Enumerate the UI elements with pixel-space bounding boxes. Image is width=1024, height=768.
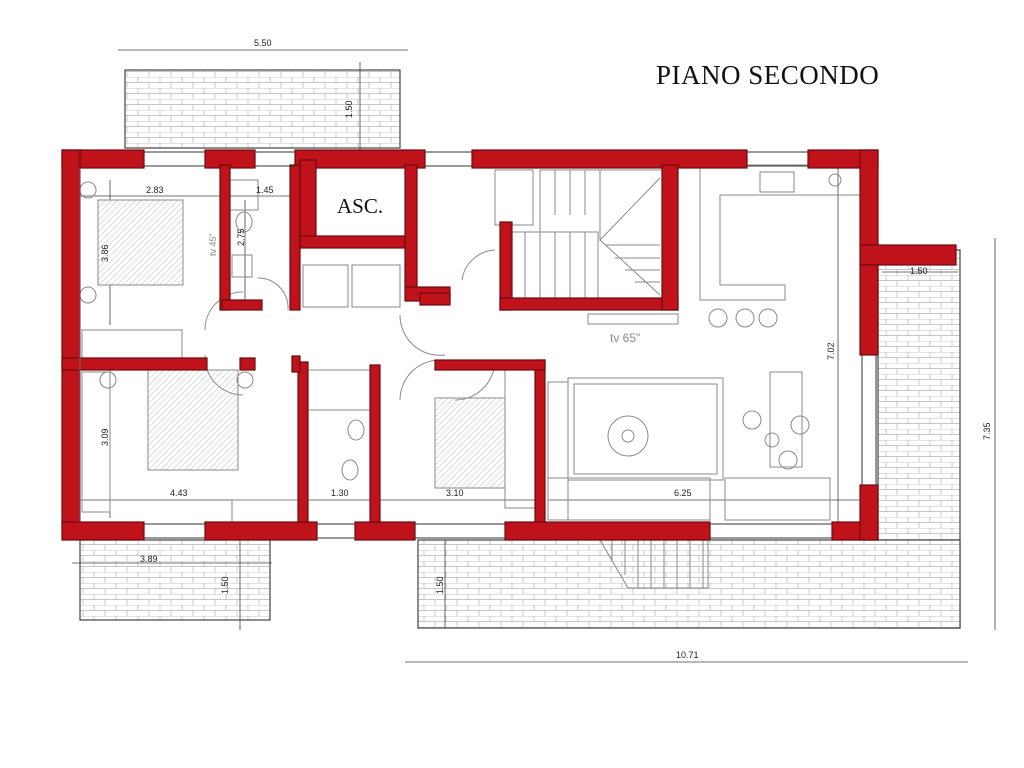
top-balcony [124,69,401,149]
dim-bath1-height: 2.75 [236,228,246,246]
dim-top-balcony-depth: 1.50 [344,100,354,118]
tv-label: tv 65" [610,331,640,345]
furniture [79,164,861,589]
bottom-balcony [417,539,961,629]
elevator-label: ASC. [337,194,384,218]
dim-total-height: 7.35 [982,422,992,440]
dimension-labels: 5.50 1.50 2.83 3.86 1.45 2.75 1.50 7.02 … [100,38,992,660]
bottom-left-balcony [79,539,271,621]
dim-bath2-width: 1.30 [331,488,349,498]
dim-living-width: 6.25 [674,488,692,498]
dim-bottom-balcony-depth: 1.50 [435,576,445,594]
dim-bedroom2-width: 4.43 [170,488,188,498]
dim-bottom-left-balcony-depth: 1.50 [220,576,230,594]
dim-living-height: 7.02 [826,342,836,360]
dim-bedroom1-width: 2.83 [146,185,164,195]
dim-right-balcony-width: 1.50 [910,266,928,276]
dim-bedroom3-width: 3.10 [446,488,464,498]
tv-label-bedroom1: tv 45" [208,233,218,256]
dim-total-width: 10.71 [676,650,699,660]
dim-bottom-left-balcony-width: 3.89 [140,554,158,564]
dim-bedroom2-height: 3.09 [100,428,110,446]
walls [61,149,957,541]
dim-top-width: 5.50 [254,38,272,48]
dim-bath1-width: 1.45 [256,185,274,195]
floor-title: PIANO SECONDO [656,60,880,90]
windows [79,151,877,539]
dim-bedroom1-height: 3.86 [100,244,110,262]
